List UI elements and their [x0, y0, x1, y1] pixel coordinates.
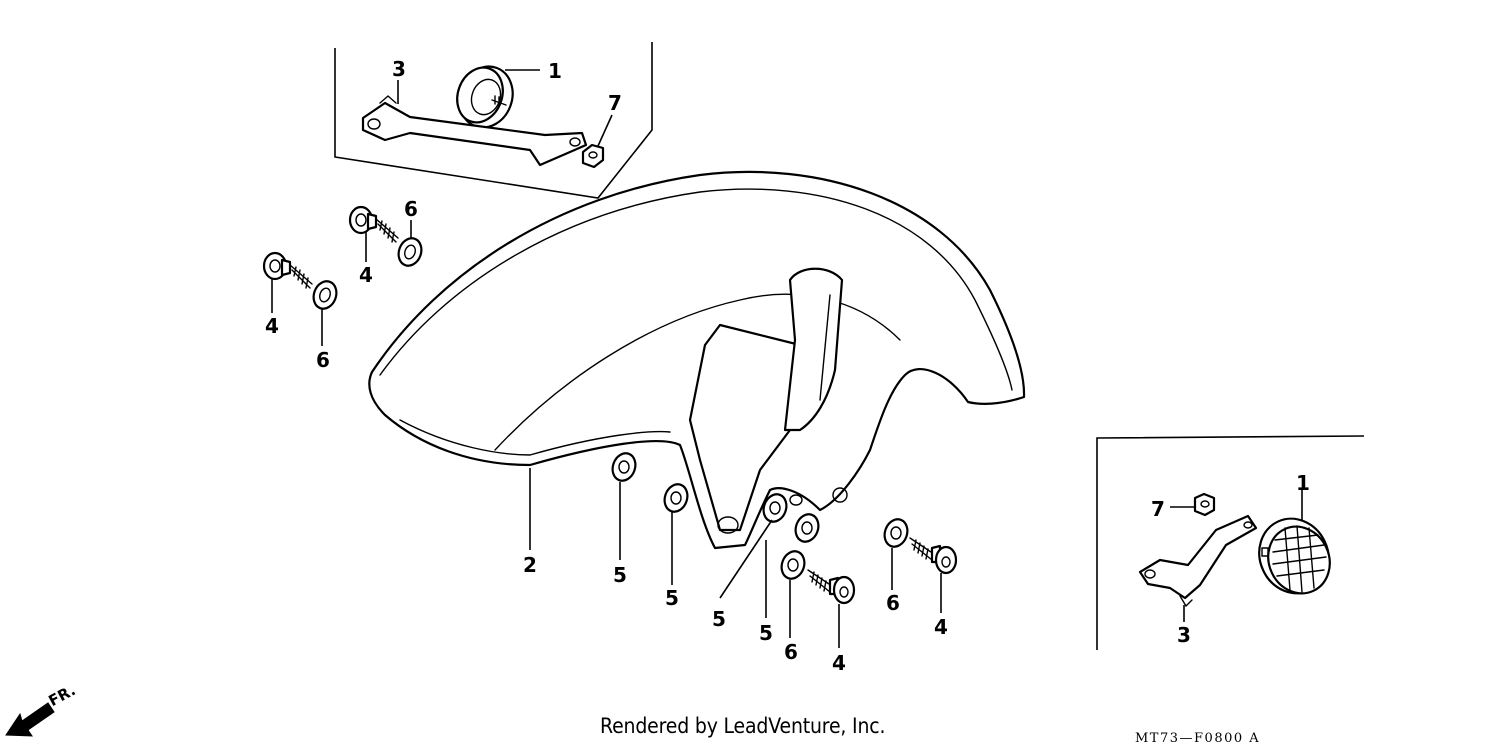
- nut-right: [1193, 492, 1216, 517]
- callout-6-a: 6: [404, 197, 418, 221]
- callout-5-a: 5: [613, 563, 627, 587]
- bolt-lower-a: [807, 569, 856, 605]
- callout-6-c: 6: [784, 640, 798, 664]
- reflector-right: [1258, 517, 1331, 595]
- callout-5-d: 5: [759, 621, 773, 645]
- washer-lower-6b: [883, 518, 909, 548]
- reflector-top: [456, 65, 514, 129]
- reflector-bracket-top: [361, 95, 588, 167]
- callout-3-right: 3: [1177, 623, 1191, 647]
- nut-top: [581, 143, 605, 169]
- washer-lower-4: [794, 513, 820, 543]
- callout-7-top: 7: [608, 91, 622, 115]
- render-credit: Rendered by LeadVenture, Inc.: [600, 714, 886, 738]
- washer-lower-2: [663, 483, 689, 513]
- callout-5-b: 5: [665, 586, 679, 610]
- washer-upper-1: [312, 280, 338, 310]
- callout-3-top: 3: [392, 57, 406, 81]
- callout-4-b: 4: [265, 314, 279, 338]
- callout-4-a: 4: [359, 263, 373, 287]
- bolt-lower-b: [909, 537, 958, 575]
- washer-lower-1: [611, 452, 637, 482]
- callout-2: 2: [523, 553, 537, 577]
- callout-6-b: 6: [316, 348, 330, 372]
- inset-frame-top: [334, 42, 653, 199]
- washer-lower-6a: [780, 550, 806, 580]
- front-fender: [368, 170, 1026, 550]
- callout-5-c: 5: [712, 607, 726, 631]
- callout-4-c: 4: [832, 651, 846, 675]
- bolt-upper-2: [348, 205, 399, 243]
- callout-7-right: 7: [1151, 497, 1165, 521]
- callout-4-d: 4: [934, 615, 948, 639]
- bolt-upper-1: [262, 251, 313, 289]
- callout-1-right: 1: [1296, 471, 1310, 495]
- reflector-grid: [1272, 525, 1327, 593]
- inset-frame-right: [1096, 435, 1365, 650]
- callout-6-d: 6: [886, 591, 900, 615]
- reflector-bracket-right: [1138, 514, 1258, 608]
- front-direction-arrow-icon: [5, 702, 55, 737]
- callout-1-top: 1: [548, 59, 562, 83]
- washer-lower-3: [762, 493, 788, 523]
- washer-upper-2: [397, 237, 423, 267]
- diagram-code: MT73—F0800 A: [1135, 731, 1261, 746]
